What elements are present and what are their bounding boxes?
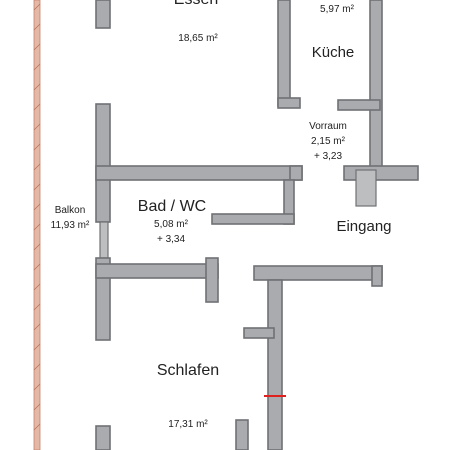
wall-kueche-stub (337, 99, 381, 111)
wall-bad-bottom-east (211, 213, 295, 225)
room-name-eingang: Eingang (336, 218, 391, 235)
room-area-bad: 5,08 m² (154, 219, 189, 230)
room-name-balkon: Balkon (55, 205, 86, 216)
wall-vorraum-ledge (343, 165, 419, 181)
wall-eingang-end (371, 265, 383, 287)
room-name-schlafen: Schlafen (157, 362, 219, 379)
room-area-balkon: 11,93 m² (51, 220, 90, 231)
vorraum-column (355, 169, 377, 207)
wall-bad-top-return (289, 165, 303, 181)
room-area-vorraum: 2,15 m² (311, 136, 346, 147)
window-balkon (99, 221, 109, 259)
room-name-kueche: Küche (312, 44, 355, 61)
room-extra-vorraum: + 3,23 (314, 151, 343, 162)
wall-west-top (95, 0, 111, 29)
wall-corridor-east (267, 279, 283, 450)
room-area-kueche: 5,97 m² (320, 4, 355, 15)
wall-eingang (253, 265, 383, 281)
wall-west-middle (95, 103, 111, 223)
balcony-edge-strip (33, 0, 41, 450)
balcony-hatch (33, 3, 41, 431)
wall-schlafen-stub (235, 419, 249, 450)
room-area-essen: 18,65 m² (178, 33, 218, 44)
wall-corridor-stub (243, 327, 275, 339)
room-extra-bad: + 3,34 (157, 234, 186, 245)
room-name-bad: Bad / WC (138, 198, 206, 215)
wall-essen-kueche-return (277, 97, 301, 109)
wall-bad-door-jamb (205, 257, 219, 303)
room-name-vorraum: Vorraum (309, 121, 347, 132)
wall-kueche-east (369, 0, 383, 171)
wall-bad-bottom (95, 263, 219, 279)
wall-essen-kueche (277, 0, 291, 107)
room-name-essen: Essen (174, 0, 218, 8)
wall-west-bottom (95, 425, 111, 450)
room-area-schlafen: 17,31 m² (168, 419, 208, 430)
wall-bad-top (95, 165, 303, 181)
